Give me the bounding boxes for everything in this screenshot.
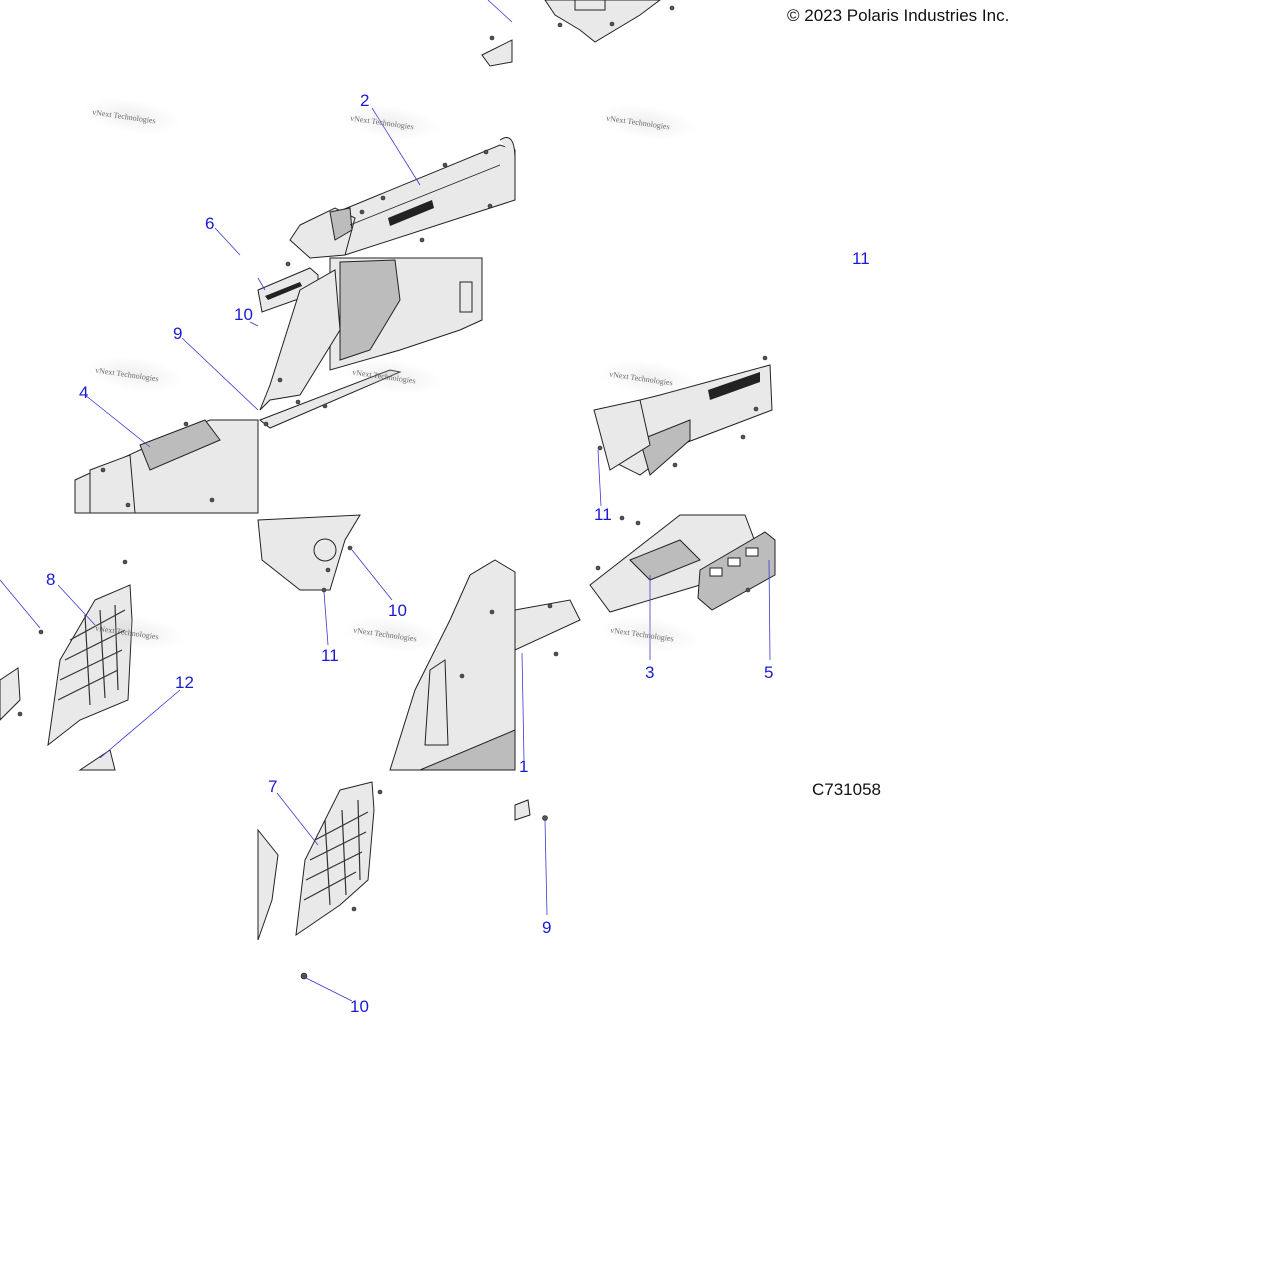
callout-2[interactable]: 2 <box>360 91 370 110</box>
callout-10[interactable]: 10 <box>234 305 253 324</box>
lower-fasteners <box>300 799 548 1002</box>
callout-4[interactable]: 4 <box>79 383 89 402</box>
callout-6[interactable]: 6 <box>205 214 215 233</box>
watermark: vNext Technologies <box>608 369 674 388</box>
copyright-notice: © 2023 Polaris Industries Inc. <box>787 6 1010 25</box>
part-2-floor-panel <box>289 107 516 259</box>
callout-1[interactable]: 1 <box>519 757 529 776</box>
watermark: vNext Technologies <box>349 113 415 132</box>
watermark: vNext Technologies <box>351 367 417 386</box>
watermark: vNext Technologies <box>91 107 157 126</box>
top-fragment-part <box>481 0 675 67</box>
callout-10[interactable]: 10 <box>350 997 369 1016</box>
part-1-side-panel <box>257 514 581 771</box>
callout-7[interactable]: 7 <box>268 777 278 796</box>
callout-5[interactable]: 5 <box>764 663 774 682</box>
watermark: vNext Technologies <box>605 113 671 132</box>
callout-12[interactable]: 12 <box>175 673 194 692</box>
watermark: vNext Technologies <box>94 365 160 384</box>
callout-10[interactable]: 10 <box>388 601 407 620</box>
callout-3[interactable]: 3 <box>645 663 655 682</box>
part-6-bracket <box>214 227 319 313</box>
rocker-front-part <box>593 355 773 507</box>
callout-8[interactable]: 8 <box>46 570 56 589</box>
callout-11[interactable]: 11 <box>852 249 870 268</box>
diagram-code: C731058 <box>812 780 882 799</box>
callout-9[interactable]: 9 <box>173 324 183 343</box>
callout-11[interactable]: 11 <box>321 646 339 665</box>
part-4-side-panel <box>74 394 259 514</box>
watermark: vNext Technologies <box>94 623 160 642</box>
part-5-step-plate <box>697 531 776 661</box>
part-8-grille <box>0 559 181 771</box>
side-panel-assembly <box>181 257 483 429</box>
watermark: vNext Technologies <box>609 625 675 644</box>
watermark: vNext Technologies <box>352 625 418 644</box>
part-7-grille <box>257 781 383 941</box>
callout-11[interactable]: 11 <box>594 505 612 524</box>
callout-9[interactable]: 9 <box>542 918 552 937</box>
